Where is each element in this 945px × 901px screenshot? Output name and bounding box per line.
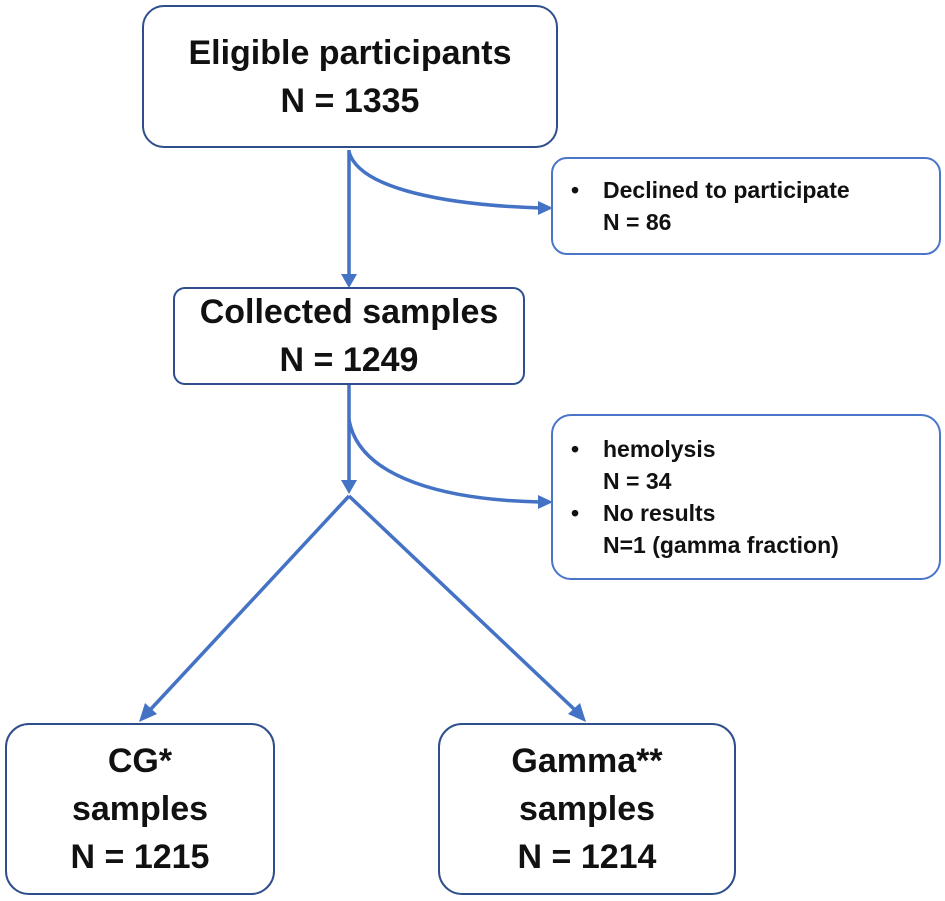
excluded-item-hemolysis: • hemolysis N = 34 — [571, 433, 716, 497]
arrow-split-to-cg — [148, 494, 351, 712]
bullet-icon: • — [571, 177, 580, 203]
arrowhead-excluded — [538, 495, 553, 509]
arrow-collected-to-excluded — [347, 419, 541, 504]
bullet-icon: • — [571, 500, 580, 526]
collected-samples-count: N = 1249 — [279, 341, 419, 379]
arrow-eligible-to-declined — [347, 151, 541, 210]
gamma-subtitle: samples — [518, 790, 656, 828]
collected-samples-box: Collected samples N = 1249 — [173, 287, 525, 385]
arrowhead-cg — [139, 703, 157, 722]
arrowhead-collected — [341, 274, 357, 288]
declined-box: • Declined to participate N = 86 — [551, 157, 941, 255]
no-results-title: No results — [603, 500, 716, 526]
no-results-count: N=1 (gamma fraction) — [603, 532, 839, 558]
excluded-box: • hemolysis N = 34 • No results N=1 (gam… — [551, 414, 941, 580]
gamma-title: Gamma** — [511, 742, 663, 780]
declined-title: Declined to participate — [603, 177, 850, 203]
gamma-samples-box: Gamma** samples N = 1214 — [438, 723, 736, 895]
eligible-participants-title: Eligible participants — [188, 33, 512, 72]
arrowhead-gamma — [568, 703, 586, 722]
bullet-icon: • — [571, 436, 580, 462]
eligible-participants-count: N = 1335 — [280, 81, 420, 120]
cg-count: N = 1215 — [70, 838, 210, 876]
cg-title: CG* — [107, 742, 173, 780]
arrowhead-split — [341, 480, 357, 494]
declined-count: N = 86 — [603, 209, 672, 235]
hemolysis-title: hemolysis — [603, 436, 716, 462]
cg-subtitle: samples — [71, 790, 209, 828]
arrow-split-to-gamma — [347, 494, 577, 712]
gamma-count: N = 1214 — [517, 838, 657, 876]
eligible-participants-box: Eligible participants N = 1335 — [142, 5, 558, 148]
cg-samples-box: CG* samples N = 1215 — [5, 723, 275, 895]
excluded-item-no-results: • No results N=1 (gamma fraction) — [571, 497, 839, 561]
collected-samples-title: Collected samples — [199, 293, 499, 331]
hemolysis-count: N = 34 — [603, 468, 672, 494]
arrowhead-declined — [538, 201, 553, 215]
declined-item: • Declined to participate N = 86 — [571, 174, 850, 238]
